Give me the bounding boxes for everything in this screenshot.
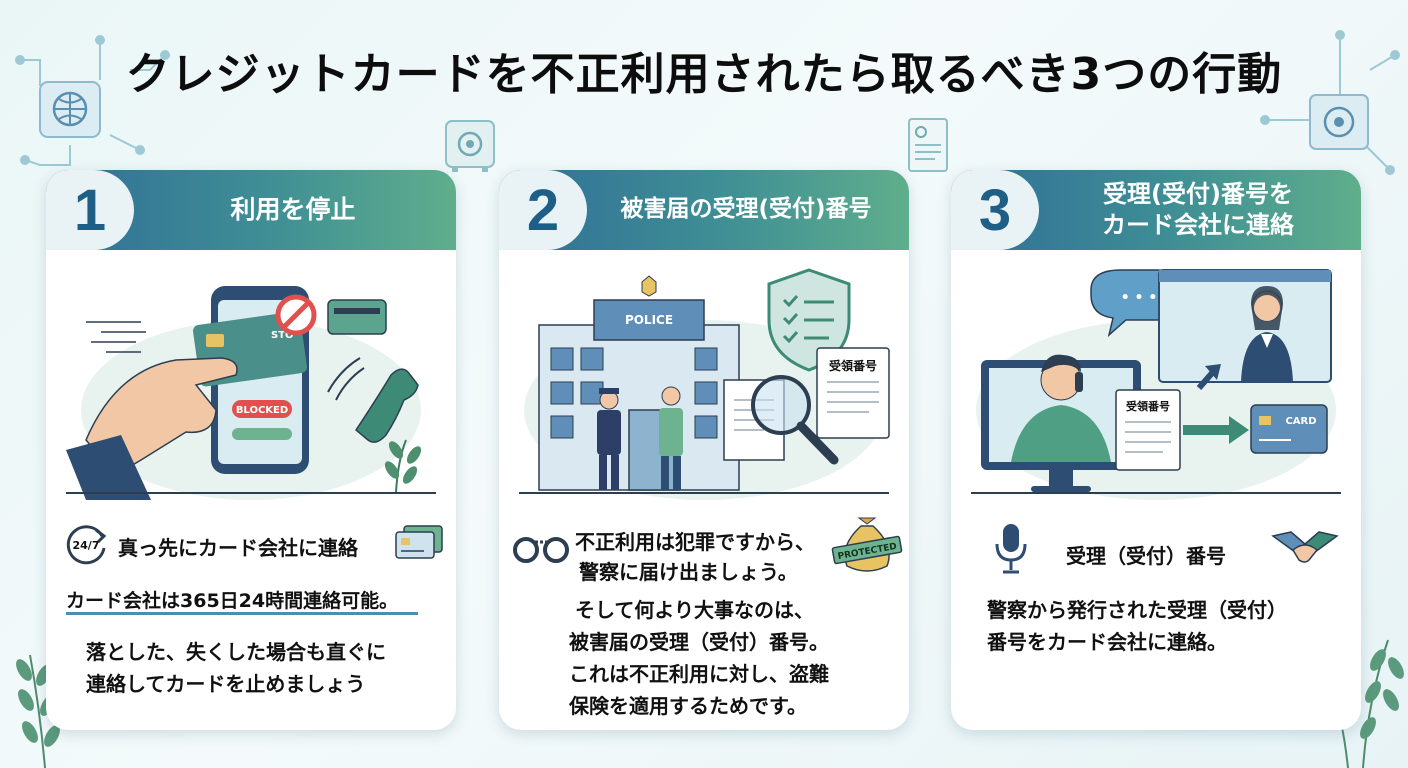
body-line: 被害届の受理（受付）番号。 (569, 630, 829, 654)
svg-text:• • •: • • • (1121, 290, 1158, 306)
step-header: 3 受理(受付)番号を カード会社に連絡 (951, 170, 1361, 250)
police-station-illustration: POLICE 受領番号 (524, 268, 890, 500)
handcuffs-icon (513, 537, 569, 563)
receipt-label: 受領番号 (1126, 399, 1170, 413)
safe-icon (445, 120, 495, 172)
highlight-line: 不正利用は犯罪ですから、 (575, 530, 815, 554)
stop-label: STO (271, 330, 294, 341)
step-subheading: カード会社は365日24時間連絡可能。 (66, 590, 399, 612)
step-title: 被害届の受理(受付)番号 (620, 196, 872, 223)
body-line: 保険を適用するためです。 (569, 694, 807, 718)
contact-card-company-illustration: • • • 受領番号 CARD (976, 269, 1336, 500)
step-card-2: 2 被害届の受理(受付)番号 POLICE 受領番号 (499, 170, 909, 730)
svg-text:24/7: 24/7 (73, 539, 100, 552)
ground-line (971, 492, 1341, 494)
step-header: 1 利用を停止 (46, 170, 456, 250)
step-header: 2 被害届の受理(受付)番号 (499, 170, 909, 250)
circuit-safe-icon (1260, 30, 1400, 175)
body-line: これは不正利用に対し、盗難 (569, 662, 829, 686)
police-sign: POLICE (625, 313, 673, 327)
body-line: そして何より大事なのは、 (575, 598, 814, 622)
money-bag-icon: PROTECTED (831, 517, 903, 572)
step-number-badge: 3 (951, 170, 1039, 250)
step-number-badge: 1 (46, 170, 134, 250)
leaf-icon (16, 654, 60, 768)
receipt-label: 受領番号 (829, 358, 877, 373)
document-icon (908, 118, 948, 172)
microphone-icon (995, 524, 1027, 574)
handshake-icon (1271, 531, 1339, 563)
credit-card-icon (395, 525, 443, 559)
subheading-underline (66, 612, 418, 615)
circuit-globe-icon (15, 35, 170, 166)
refresh-24-7-icon: 24/7 (66, 525, 107, 565)
step-highlight: 受理（受付）番号 (1066, 544, 1226, 568)
body-line: 警察から発行された受理（受付） (987, 598, 1287, 622)
step-number-badge: 2 (499, 170, 587, 250)
phone-card-blocked-illustration: BLOCKED STO (66, 286, 422, 500)
step-title: 利用を停止 (230, 194, 356, 224)
body-line: 番号をカード会社に連絡。 (987, 630, 1227, 654)
step-card-3: 3 受理(受付)番号を カード会社に連絡 • • • 受領番号 (951, 170, 1361, 730)
ground-line (519, 492, 889, 494)
body-line: 連絡してカードを止めましょう (86, 672, 366, 696)
highlight-line: 警察に届け出ましょう。 (579, 560, 798, 584)
step-card-1: 1 利用を停止 BLOCKED STO 24/7 真っ (46, 170, 456, 730)
step-title: 受理(受付)番号を カード会社に連絡 (1102, 179, 1294, 239)
body-line: 落とした、失くした場合も直ぐに (86, 640, 386, 664)
step-highlight: 真っ先にカード会社に連絡 (118, 536, 358, 560)
blocked-label: BLOCKED (236, 405, 288, 416)
page-title: クレジットカードを不正利用されたら取るべき3つの行動 (125, 49, 1283, 100)
card-label: CARD (1285, 416, 1316, 427)
ground-line (66, 492, 436, 494)
